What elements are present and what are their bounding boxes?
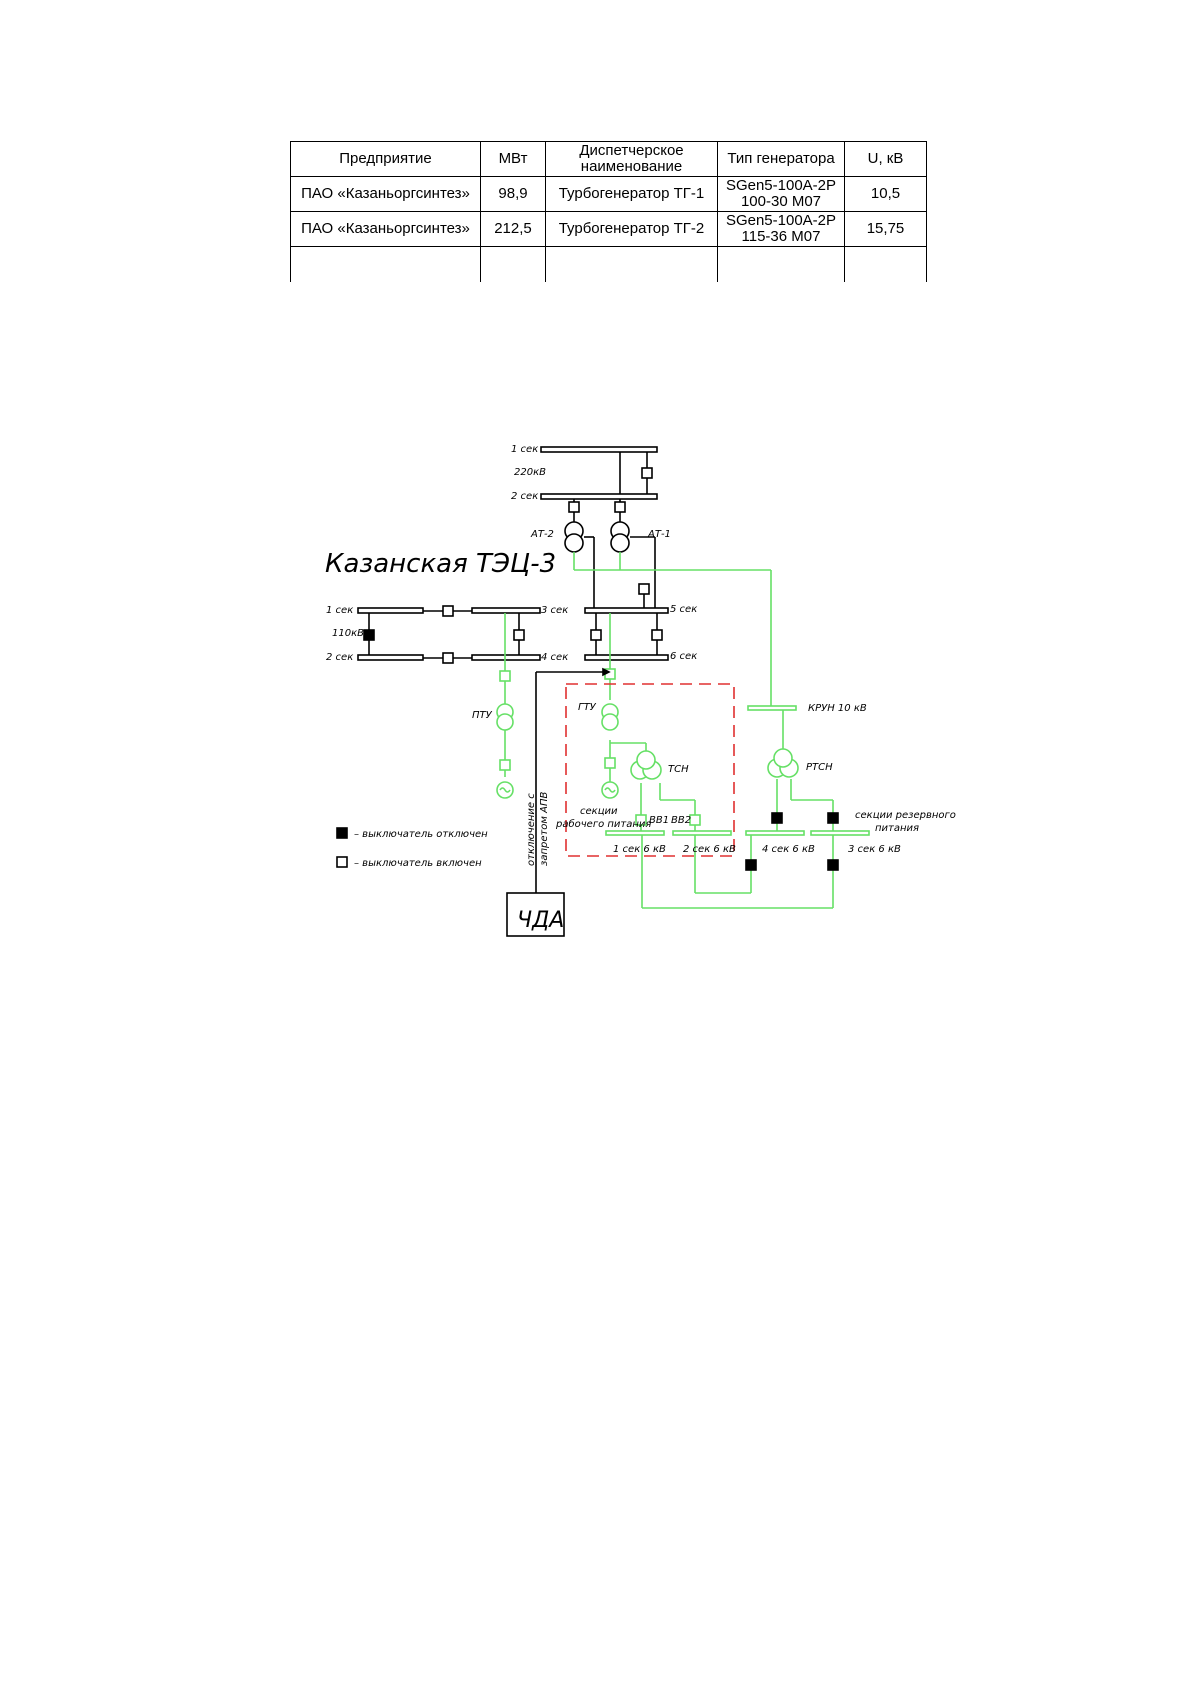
cell-generator-type: SGen5-100A-2P 115-36 M07 [717,211,845,247]
busbar-krun-10kv [747,705,797,711]
breaker-gtu-gen [604,757,616,769]
generator-table: Предприятие МВт Диспетчерское наименован… [290,141,927,282]
working-supply-zone [565,683,735,857]
label-sec5: 5 сек [670,604,697,615]
legend-breaker-off-icon [336,827,348,839]
label-ptu: ПТУ [472,710,493,721]
busbar-6kv-sec1 [605,830,665,836]
breaker-reserve-sec4-off [745,859,757,871]
label-reserve-sections-1: секции резервного [855,810,956,821]
busbar-110-sec3 [471,607,541,614]
label-bus-4-6kv: 4 сек 6 кВ [762,844,815,855]
breaker-ptu [499,670,511,682]
breaker-110-sectional-off [363,629,375,641]
busbar-110-sec5 [584,607,669,614]
busbar-110kv [357,607,669,661]
table-header-row: Предприятие МВт Диспетчерское наименован… [290,141,927,177]
breaker-at1-110 [638,583,650,595]
transformer-ptu-2 [496,713,514,731]
busbar-110-sec1 [357,607,424,614]
label-work-sections-2: рабочего питания [555,818,651,830]
legend-off-text: – выключатель отключен [354,829,488,840]
transformer-gtu-2 [601,713,619,731]
breaker-ptu-gen [499,759,511,771]
transformer-rtsn-3 [773,748,793,768]
label-cda-line-2: запретом АПВ [539,791,550,866]
busbar-6kv-sec3 [810,830,870,836]
breaker-110-sec3-sec4 [513,629,525,641]
label-220kv: 220кВ [514,467,546,478]
label-110-sec2: 2 сек [326,652,353,663]
breaker-220-sectional [641,467,653,479]
label-rtsn: РТСН [806,762,833,773]
breaker-110-sec2-sec4 [442,652,454,664]
breaker-rtsn-sec4-off [771,812,783,824]
cda-signal-line [535,671,603,893]
cda-label: ЧДА [517,908,564,933]
cell-dispatch-name: Турбогенератор ТГ-2 [545,211,718,247]
breaker-110-sec5 [590,629,602,641]
cell-voltage: 10,5 [844,176,927,212]
breaker-110-sec1-sec3 [442,605,454,617]
breaker-vv1 [635,814,647,826]
label-vv1: ВВ1 [649,815,669,826]
energized-reserve-links [641,835,834,909]
table-cut-row [290,246,927,282]
label-reserve-sections-2: питания [875,823,919,834]
label-sec3: 3 сек [541,605,568,616]
busbar-110-sec2 [357,654,424,661]
label-sec4: 4 сек [541,652,568,663]
busbar-220-sec1 [540,446,658,453]
header-generator-type: Тип генератора [717,141,845,177]
label-tsn: ТСН [668,764,689,775]
busbar-6kv-sec2 [672,830,732,836]
breaker-reserve-sec3-off [827,859,839,871]
table-row: ПАО «Казаньоргсинтез» 212,5 Турбогенерат… [290,211,927,247]
label-bus-2-6kv: 2 сек 6 кВ [683,844,736,855]
legend-breaker-on-icon [336,856,348,868]
cell-voltage: 15,75 [844,211,927,247]
label-at1: АТ-1 [647,529,671,540]
label-gtu: ГТУ [578,702,597,713]
label-vv2: ВВ2 [671,815,691,826]
label-work-sections-1: секции [580,806,618,817]
label-bus-3-6kv: 3 сек 6 кВ [848,844,901,855]
label-110-sec1: 1 сек [326,605,353,616]
breaker-rtsn-sec3-off [827,812,839,824]
label-cda-line-1: отключение с [526,793,537,866]
label-220-sec2: 2 сек [511,491,538,502]
energized-gtu [609,613,696,832]
busbar-6kv-sec4 [745,830,805,836]
busbar-110-sec4 [471,654,541,661]
label-220-sec1: 1 сек [511,444,538,455]
busbar-220-sec2 [540,493,658,500]
busbar-110-sec6 [584,654,669,661]
energized-at-tertiary [573,552,772,708]
autotransformer-at2-winding2 [564,533,584,553]
cda-box [506,892,565,937]
breaker-at2-220 [568,501,580,513]
breaker-vv2 [689,814,701,826]
transformer-tsn-3 [636,750,656,770]
header-enterprise: Предприятие [290,141,481,177]
label-krun: КРУН 10 кВ [808,703,867,714]
label-110kv: 110кВ [332,628,364,639]
header-mw: МВт [480,141,546,177]
busbar-220kv [540,446,658,500]
cell-mw: 98,9 [480,176,546,212]
label-bus-1-6kv: 1 сек 6 кВ [613,844,666,855]
breaker-110-sec6 [651,629,663,641]
label-sec6: 6 сек [670,651,697,662]
scheme-title: Казанская ТЭЦ-3 [325,549,556,579]
cell-dispatch-name: Турбогенератор ТГ-1 [545,176,718,212]
header-voltage: U, кВ [844,141,927,177]
breaker-at1-220 [614,501,626,513]
autotransformer-at1-winding2 [610,533,630,553]
legend-on-text: – выключатель включен [354,858,482,869]
label-at2: АТ-2 [530,529,554,540]
